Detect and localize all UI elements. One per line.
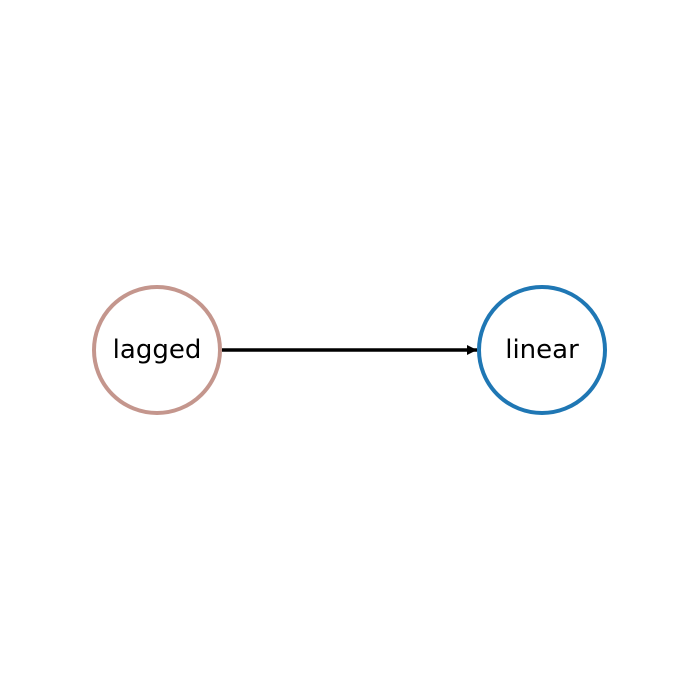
node-linear: linear xyxy=(477,285,607,415)
node-circle-lagged xyxy=(92,285,222,415)
node-lagged: lagged xyxy=(92,285,222,415)
node-label-lagged: lagged xyxy=(113,335,202,365)
node-label-linear: linear xyxy=(505,335,579,365)
node-circle-linear xyxy=(477,285,607,415)
